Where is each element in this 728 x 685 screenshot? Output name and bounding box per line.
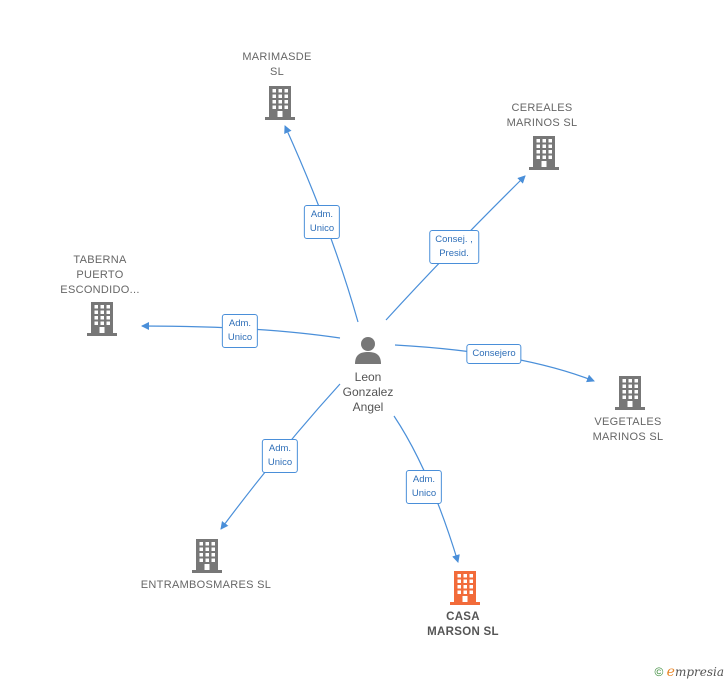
copyright-symbol: © (654, 665, 664, 679)
company-label-marimasde[interactable]: MARIMASDE SL (242, 51, 312, 78)
company-label-entrambosmares[interactable]: ENTRAMBOSMARES SL (140, 579, 272, 591)
building-icon (192, 539, 222, 573)
company-node-casamarson[interactable] (449, 570, 481, 611)
person-label[interactable]: Leon Gonzalez Angel (342, 370, 394, 414)
brand-initial: e (666, 664, 675, 680)
company-node-cereales[interactable] (528, 135, 560, 176)
footer-brand: © empresia (654, 664, 724, 680)
relation-label-cereales: Consej. , Presid. (429, 230, 479, 264)
relation-label-taberna: Adm. Unico (221, 314, 259, 348)
company-label-taberna[interactable]: TABERNA PUERTO ESCONDIDO... (60, 254, 140, 296)
relation-label-entrambosmares: Adm. Unico (261, 439, 299, 473)
company-node-marimasde[interactable] (264, 85, 296, 126)
building-icon (529, 136, 559, 170)
building-icon (265, 86, 295, 120)
building-icon (615, 376, 645, 410)
company-label-casamarson[interactable]: CASA MARSON SL (427, 611, 499, 638)
brand-name: mpresia (674, 665, 724, 679)
building-icon (87, 302, 117, 336)
company-label-vegetales[interactable]: VEGETALES MARINOS SL (592, 416, 664, 443)
relation-label-vegetales: Consejero (466, 344, 522, 364)
company-node-entrambosmares[interactable] (191, 538, 223, 579)
building-icon (450, 571, 480, 605)
person-icon (355, 337, 381, 364)
person-node[interactable] (353, 335, 383, 370)
company-node-vegetales[interactable] (614, 375, 646, 416)
company-node-taberna[interactable] (86, 301, 118, 342)
relation-label-casamarson: Adm. Unico (405, 470, 443, 504)
company-label-cereales[interactable]: CEREALES MARINOS SL (506, 102, 578, 129)
relation-label-marimasde: Adm. Unico (303, 205, 341, 239)
